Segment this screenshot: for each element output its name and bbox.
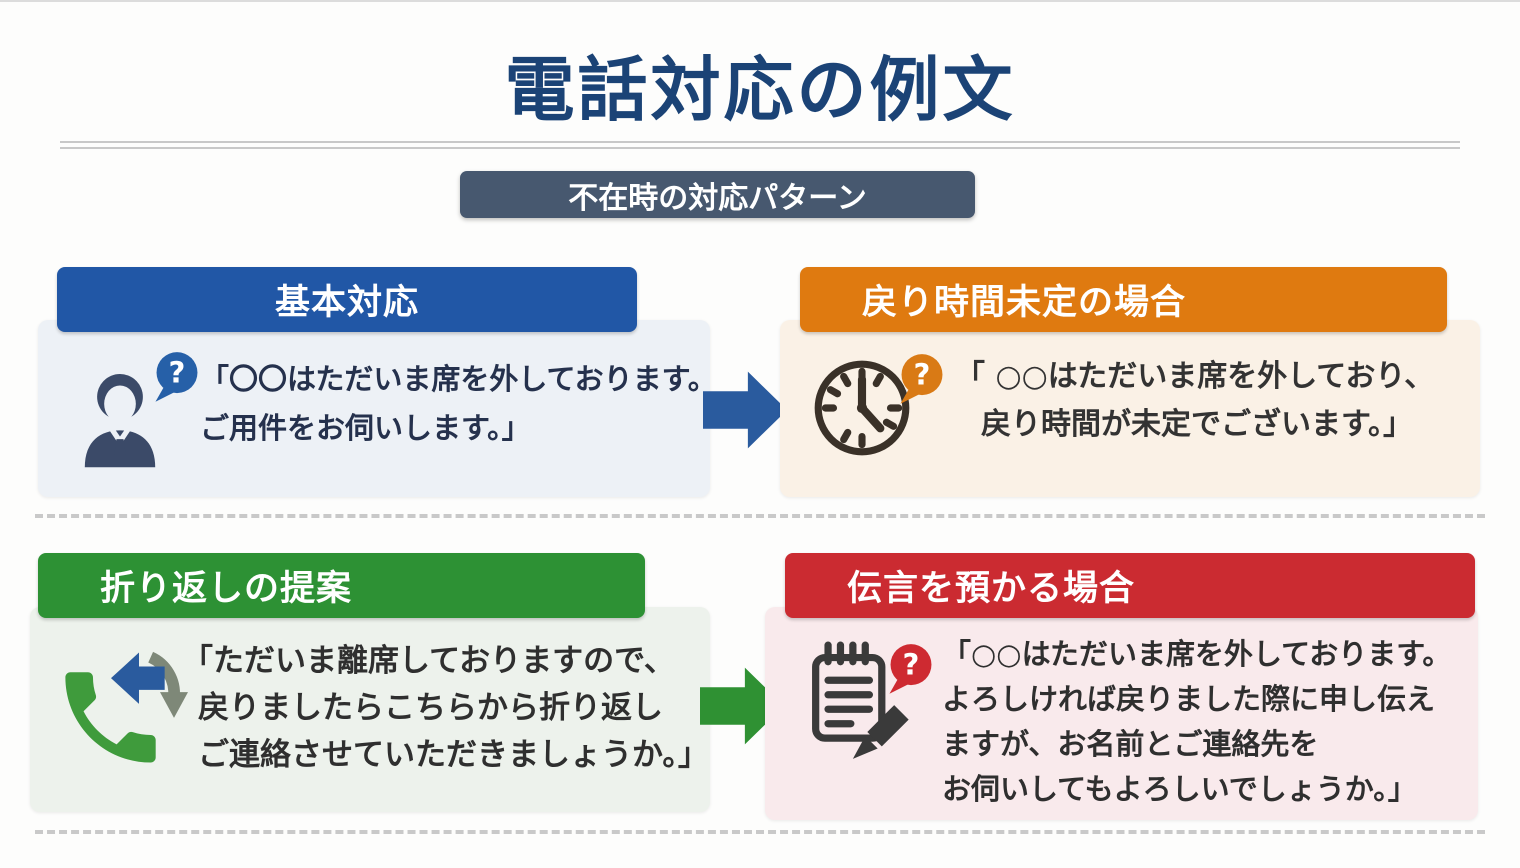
page-title: 電話対応の例文 bbox=[504, 49, 1016, 131]
svg-text:?: ? bbox=[914, 357, 931, 391]
section-banner: 不在時の対応パターン bbox=[460, 171, 975, 218]
quote-line: 戻り時間が未定でございます。」 bbox=[981, 407, 1413, 442]
arrow-right-blue-icon bbox=[703, 371, 788, 449]
clock-icon bbox=[814, 360, 910, 456]
card-header-take-message: 伝言を預かる場合 bbox=[785, 553, 1475, 618]
quote-line: 「〇〇はただいま席を外しております。 bbox=[200, 362, 717, 396]
quote-take-message: 「○○はただいま席を外しております。 よろしければ戻りました際に申し伝え ますが… bbox=[942, 632, 1451, 812]
quote-line: ご連絡させていただきましょうか。」 bbox=[198, 737, 709, 773]
quote-line: ますが、お名前とご連絡先を bbox=[942, 727, 1319, 761]
top-border-line bbox=[0, 0, 1520, 2]
dotted-divider-upper bbox=[35, 514, 1485, 518]
quote-callback: 「ただいま離席しておりますので、 戻りましたらこちらから折り返し ご連絡させてい… bbox=[182, 638, 709, 779]
card-header-basic: 基本対応 bbox=[57, 267, 637, 332]
quote-basic: 「〇〇はただいま席を外しております。 ご用件をお伺いします。」 bbox=[200, 355, 717, 453]
card-header-callback: 折り返しの提案 bbox=[38, 553, 645, 618]
quote-line: ご用件をお伺いします。」 bbox=[200, 411, 531, 445]
quote-line: お伺いしてもよろしいでしょうか。」 bbox=[942, 772, 1417, 806]
card-body-basic bbox=[38, 320, 710, 497]
card-body-callback bbox=[30, 607, 710, 812]
title-divider-double-rule bbox=[60, 141, 1460, 149]
quote-line: 「ただいま離席しておりますので、 bbox=[182, 643, 675, 679]
quote-unknown-return: 「 ○○はただいま席を外しており、 戻り時間が未定でございます。」 bbox=[955, 353, 1434, 449]
question-bubble-orange-icon: ? bbox=[900, 354, 943, 404]
quote-line: よろしければ戻りました際に申し伝え bbox=[942, 682, 1436, 716]
arrow-right-green-icon bbox=[700, 667, 785, 745]
question-bubble-red-icon: ? bbox=[889, 644, 932, 694]
question-bubble-blue-icon: ? bbox=[155, 352, 198, 402]
dotted-divider-lower bbox=[35, 830, 1485, 834]
quote-line: 「 ○○はただいま席を外しており、 bbox=[955, 359, 1435, 394]
svg-text:?: ? bbox=[903, 647, 920, 681]
svg-text:?: ? bbox=[169, 355, 186, 389]
businessman-icon bbox=[84, 374, 156, 468]
quote-line: 「○○はただいま席を外しております。 bbox=[942, 637, 1452, 671]
phone-callback-icon bbox=[65, 651, 188, 763]
notepad-pencil-icon bbox=[812, 641, 909, 759]
card-header-unknown-return: 戻り時間未定の場合 bbox=[800, 267, 1447, 332]
quote-line: 戻りましたらこちらから折り返し bbox=[198, 690, 663, 726]
